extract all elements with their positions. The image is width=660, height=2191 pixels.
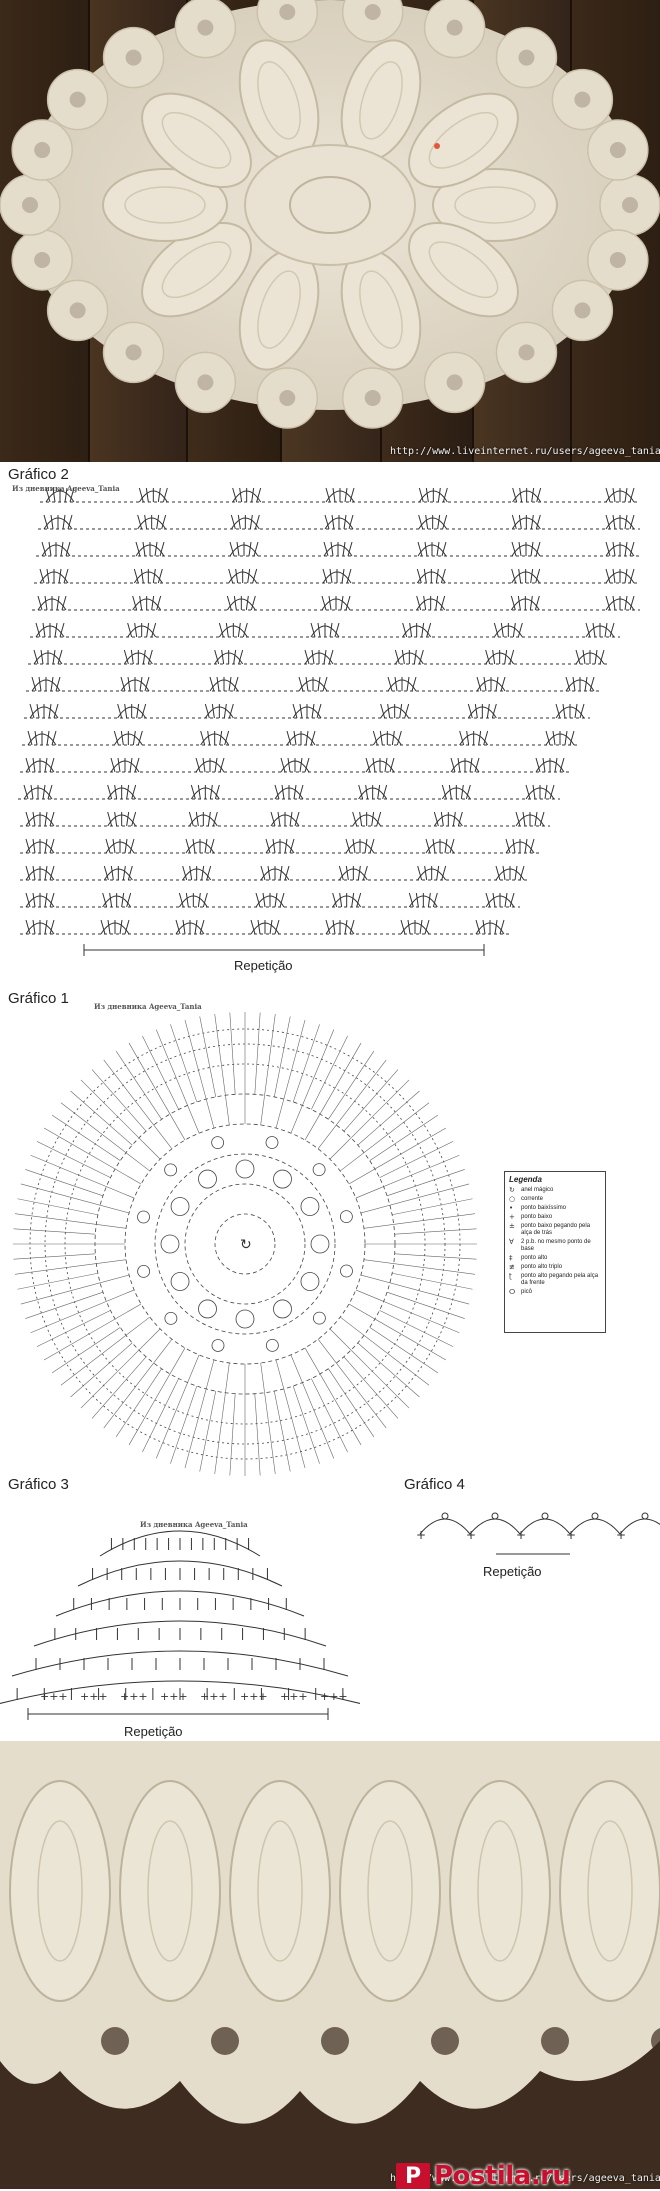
grafico4-title: Gráfico 4	[404, 1476, 465, 1493]
slip-stitch-icon: •	[509, 1204, 514, 1212]
legend-item: ↻ anel mágico	[505, 1186, 605, 1195]
svg-text:+++: +++	[280, 1690, 308, 1703]
legend-item: ○ corrente	[505, 1195, 605, 1204]
svg-text:+++: +++	[120, 1690, 148, 1703]
grafico4-repeat-label: Repetição	[483, 1564, 542, 1579]
legend-item-label: anel mágico	[521, 1187, 554, 1193]
legend-item-label: ponto alto triplo	[521, 1264, 563, 1270]
legend-item-label: picô	[521, 1289, 533, 1295]
legend-item: ‡ ponto alto	[505, 1254, 605, 1263]
postila-logo: P Postila.ru	[396, 2161, 658, 2191]
triple-crochet-icon: ≢	[509, 1263, 515, 1271]
legend-box: Legenda ↻ anel mágico ○ corrente • ponto baix…	[504, 1171, 606, 1333]
grafico1-circular-diagram: ↻	[13, 1012, 477, 1476]
grafico4-diagram: + + + + +	[416, 1512, 660, 1555]
postila-logo-text: Postila.ru	[434, 2161, 571, 2191]
legend-item: ≢ ponto alto triplo	[505, 1263, 605, 1272]
watermark-url: http://www.liveinternet.ru/users/ageeva_…	[390, 446, 660, 457]
svg-text:+: +	[516, 1528, 526, 1542]
grafico3-diagram: +++ +++ +++ +++ +++ +++ +++ +++	[0, 1530, 360, 1720]
svg-text:+: +	[616, 1528, 626, 1542]
legend-item: ± ponto baixo pegando pela alça de trás	[505, 1222, 605, 1238]
grafico1-diary-credit: Из дневника Ageeva_Tania	[94, 1002, 202, 1011]
legend-item-label: ponto baixo	[521, 1214, 553, 1220]
svg-text:+++: +++	[200, 1690, 228, 1703]
doily-closeup-illustration	[0, 1741, 660, 2189]
legend-item-label: ponto alto pegando pela alça da frente	[521, 1273, 599, 1286]
single-crochet-icon: +	[509, 1213, 515, 1221]
doily-photo-closeup: http://www.liveinternet.ru/users/ageeva_…	[0, 1741, 660, 2189]
legend-item: ʈ ponto alto pegando pela alça da frente	[505, 1272, 605, 1288]
sc-back-loop-icon: ±	[509, 1222, 515, 1230]
legend-title: Legenda	[509, 1175, 542, 1184]
doily-illustration	[0, 0, 660, 429]
svg-text:+: +	[566, 1528, 576, 1542]
legend-item: • ponto baixíssimo	[505, 1204, 605, 1213]
magic-ring-icon: ↻	[509, 1186, 515, 1194]
picot-icon: ⵔ	[509, 1288, 516, 1296]
grafico1-title: Gráfico 1	[8, 990, 69, 1007]
grafico2-diary-credit: Из дневника Ageeva_Tania	[12, 484, 120, 493]
chain-icon: ○	[509, 1195, 516, 1203]
legend-item: + ponto baixo	[505, 1213, 605, 1222]
svg-text:+++: +++	[40, 1690, 68, 1703]
grafico2-repeat-label: Repetição	[234, 958, 293, 973]
legend-item-label: ponto baixo pegando pela alça de trás	[521, 1223, 591, 1236]
svg-text:+++: +++	[320, 1690, 348, 1703]
grafico3-repeat-label: Repetição	[124, 1724, 183, 1739]
svg-text:+: +	[416, 1528, 426, 1542]
two-sc-same-icon: ∀	[509, 1238, 514, 1246]
grafico2-title: Gráfico 2	[8, 466, 69, 483]
legend-item-label: 2 p.b. no mesmo ponto de base	[521, 1239, 591, 1252]
watermark-url-bottom: http://www.liveinternet.ru/users/ageeva_…	[390, 2173, 660, 2184]
legend-item: ⵔ picô	[505, 1288, 605, 1297]
grafico3-diary-credit: Из дневника Ageeva_Tania	[140, 1520, 248, 1529]
legend-item-label: ponto baixíssimo	[521, 1205, 567, 1211]
grafico2-diagram	[18, 487, 640, 956]
svg-text:+++: +++	[80, 1690, 108, 1703]
legend-item: ∀ 2 p.b. no mesmo ponto de base	[505, 1238, 605, 1254]
double-crochet-icon: ‡	[509, 1254, 513, 1262]
svg-text:+: +	[466, 1528, 476, 1542]
legend-item-label: ponto alto	[521, 1255, 548, 1261]
postila-logo-mark: P	[396, 2163, 430, 2189]
svg-text:+++: +++	[240, 1690, 268, 1703]
legend-item-label: corrente	[521, 1196, 544, 1202]
front-post-dc-icon: ʈ	[509, 1272, 512, 1280]
doily-photo-top: http://www.liveinternet.ru/users/ageeva_…	[0, 0, 660, 462]
svg-text:+++: +++	[160, 1690, 188, 1703]
svg-text:↻: ↻	[240, 1237, 252, 1253]
grafico3-title: Gráfico 3	[8, 1476, 69, 1493]
